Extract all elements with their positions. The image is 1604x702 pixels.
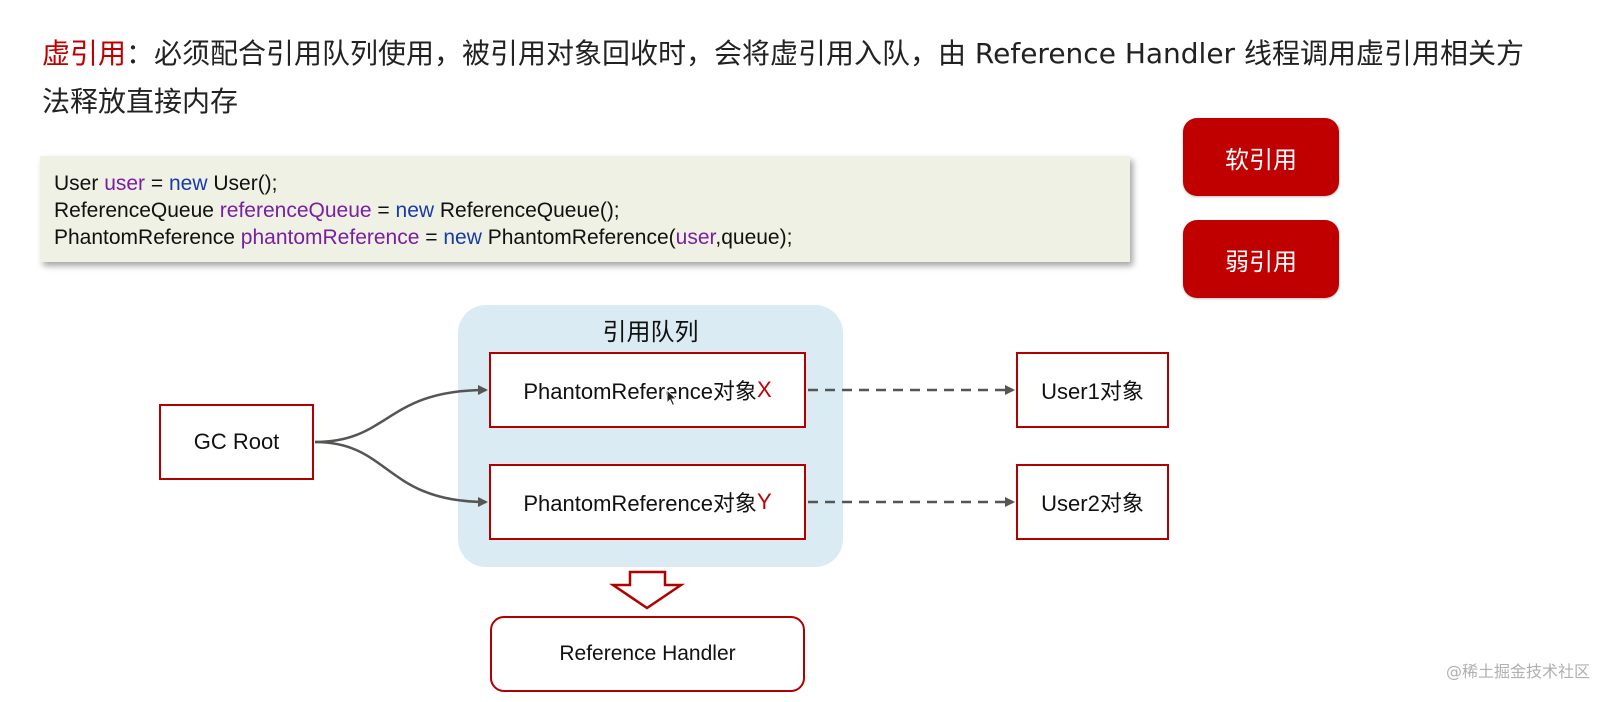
code-arg: user	[675, 226, 716, 249]
phantom-y-mark: Y	[756, 489, 772, 514]
watermark: @稀土掘金技术社区	[1445, 662, 1590, 681]
reference-queue-title: 引用队列	[602, 318, 699, 346]
code-line-3: PhantomReference phantomReference = new …	[54, 224, 1130, 251]
hollow-down-arrow-icon	[608, 570, 686, 610]
code-rest: User();	[207, 172, 278, 195]
phantom-y-label: PhantomReference对象	[523, 491, 757, 516]
code-rest: ,queue);	[715, 226, 793, 249]
code-var: user	[104, 172, 146, 195]
phantom-x-mark: X	[756, 377, 772, 402]
code-type: ReferenceQueue	[54, 199, 214, 222]
code-var: referenceQueue	[219, 199, 372, 222]
code-var: phantomReference	[240, 226, 420, 249]
code-op: =	[419, 226, 444, 249]
code-keyword: new	[395, 199, 435, 222]
user2-object-box: User2对象	[1016, 464, 1169, 540]
weak-reference-button[interactable]: 弱引用	[1183, 220, 1339, 298]
code-line-2: ReferenceQueue referenceQueue = new Refe…	[54, 197, 1130, 224]
reference-handler-box: Reference Handler	[490, 616, 805, 692]
user1-object-box: User1对象	[1016, 352, 1169, 428]
headline-term: 虚引用	[42, 37, 127, 70]
gc-root-box: GC Root	[159, 404, 314, 480]
code-rest: PhantomReference(	[481, 226, 676, 249]
code-keyword: new	[443, 226, 482, 249]
code-line-1: User user = new User();	[54, 170, 1130, 197]
code-keyword: new	[168, 172, 208, 195]
code-rest: ReferenceQueue();	[434, 199, 620, 222]
code-type: User	[54, 172, 99, 195]
soft-reference-button[interactable]: 软引用	[1183, 118, 1339, 196]
code-block: User user = new User(); ReferenceQueue r…	[40, 156, 1130, 262]
code-type: PhantomReference	[54, 226, 235, 249]
headline-body: ：必须配合引用队列使用，被引用对象回收时，会将虚引用入队，由 Reference…	[42, 37, 1524, 118]
code-op: =	[371, 199, 396, 222]
headline: 虚引用：必须配合引用队列使用，被引用对象回收时，会将虚引用入队，由 Refere…	[42, 30, 1542, 126]
mouse-pointer-icon	[666, 389, 678, 407]
phantom-x-label: PhantomReference对象	[523, 379, 757, 404]
code-op: =	[145, 172, 169, 195]
